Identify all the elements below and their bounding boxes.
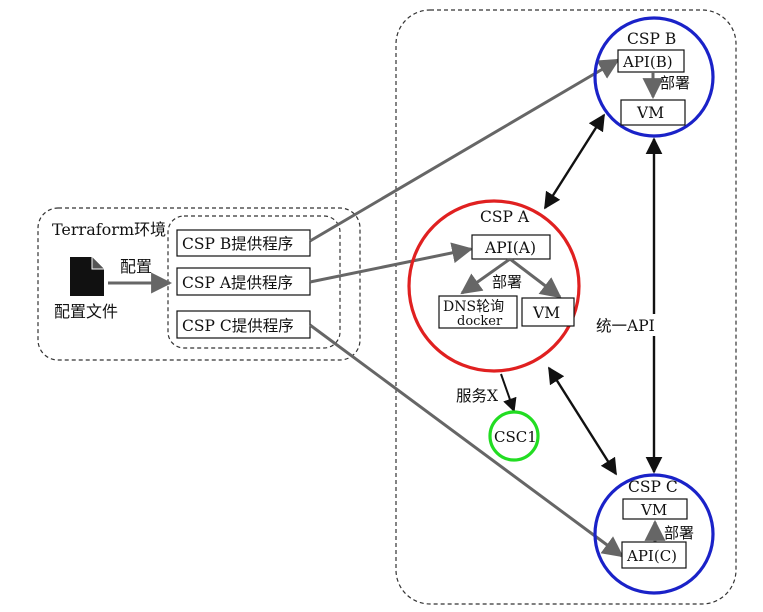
- csp-c-api-box[interactable]: [621, 541, 687, 569]
- csp-a-circle: [407, 199, 581, 373]
- csp-c-title: CSP C: [628, 478, 678, 496]
- unified-api-label: 统一API: [596, 317, 655, 335]
- csc1-label: CSC1: [494, 428, 537, 446]
- provider-csp-b-label: CSP B提供程序: [182, 235, 293, 253]
- provider-b-to-api-b-arrow: [309, 58, 620, 243]
- csp-a-to-csp-b-link: [543, 113, 606, 210]
- config-file-label: 配置文件: [54, 302, 118, 321]
- provider-a-to-api-a-arrow: [309, 242, 474, 284]
- csp-b-vm-box[interactable]: [620, 99, 686, 126]
- provider-csp-a-label: CSP A提供程序: [182, 274, 293, 292]
- csp-a-vm-box[interactable]: [521, 297, 575, 327]
- csp-b-title: CSP B: [627, 30, 676, 48]
- cloud-region-boundary: [395, 9, 737, 605]
- csp-c-vm-box[interactable]: [622, 498, 688, 520]
- config-file-icon: [70, 257, 104, 296]
- unified-api-label-bg: [596, 314, 672, 336]
- csp-a-vm-label: VM: [532, 304, 560, 322]
- config-arrow-label: 配置: [120, 257, 152, 276]
- csp-c-api-label: API(C): [626, 547, 677, 565]
- csp-a-deploy-arrow-right: [509, 257, 562, 299]
- csp-b-vm-label: VM: [636, 104, 664, 122]
- csp-a-deploy-label: 部署: [492, 273, 522, 291]
- csp-a-api-box[interactable]: [471, 234, 551, 260]
- csp-a-api-label: API(A): [484, 239, 536, 257]
- csp-c-deploy-label: 部署: [664, 524, 694, 542]
- csp-b-deploy-label: 部署: [660, 74, 690, 92]
- csp-a-dns-label: DNS轮询: [443, 299, 504, 315]
- provider-csp-c-label: CSP C提供程序: [182, 317, 294, 335]
- csp-c-vm-label: VM: [640, 501, 667, 519]
- csc1-circle: [488, 410, 540, 462]
- terraform-env-label: Terraform环境: [52, 220, 166, 239]
- csp-c-circle: [593, 473, 715, 595]
- terraform-env-boundary: [37, 207, 361, 361]
- csp-a-docker-label: docker: [457, 314, 503, 329]
- csp-a-deploy-arrow-left: [460, 257, 511, 295]
- provider-csp-c-box[interactable]: [176, 310, 311, 339]
- provider-c-to-api-c-arrow: [309, 323, 624, 558]
- provider-csp-b-box[interactable]: [176, 229, 311, 257]
- service-x-label: 服务X: [456, 387, 498, 405]
- csp-b-api-box[interactable]: [617, 49, 685, 73]
- csp-b-circle: [593, 16, 715, 138]
- service-x-arrow: [500, 373, 517, 413]
- csp-a-to-csp-c-link: [547, 366, 618, 476]
- provider-csp-a-box[interactable]: [176, 267, 311, 296]
- csp-a-dns-box[interactable]: [438, 295, 518, 329]
- csp-a-title: CSP A: [480, 208, 530, 226]
- csp-b-api-label: API(B): [622, 53, 673, 71]
